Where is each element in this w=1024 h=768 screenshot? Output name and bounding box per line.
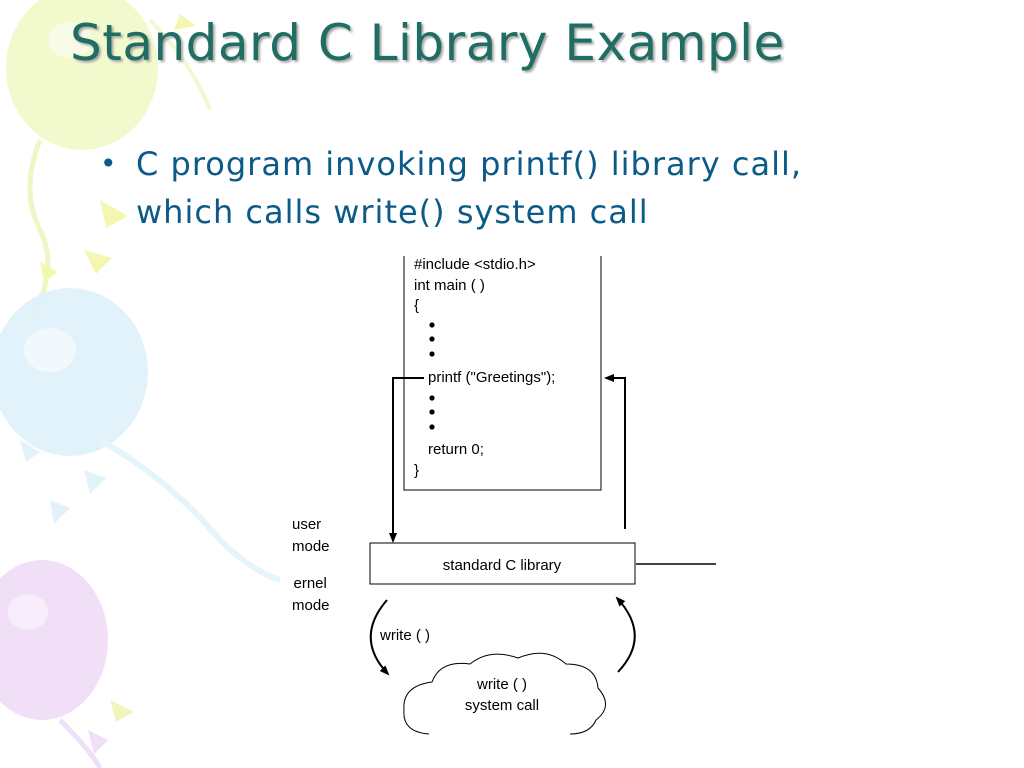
- system-call-cloud: [403, 652, 606, 735]
- library-label: standard C library: [443, 557, 562, 574]
- user-mode-label-2: mode: [292, 538, 330, 555]
- code-printf: printf ("Greetings");: [428, 369, 555, 386]
- system-return-arrow: [615, 596, 636, 673]
- code-box: #include <stdio.h> int main ( ) { printf…: [403, 256, 602, 491]
- write-down-arrow: [369, 599, 390, 676]
- library-call-diagram: #include <stdio.h> int main ( ) { printf…: [284, 256, 716, 735]
- write-call-label: write ( ): [379, 627, 430, 644]
- code-return: return 0;: [428, 441, 484, 458]
- kernel-mode-label-1: kernel: [286, 575, 327, 592]
- bullet-marker: •: [100, 147, 118, 180]
- system-call-label-1: write ( ): [476, 676, 527, 693]
- printf-call-arrow: [389, 377, 424, 543]
- return-arrow: [604, 374, 626, 529]
- user-mode-label-1: user: [292, 516, 321, 533]
- code-main: int main ( ): [414, 277, 485, 294]
- bullet-list: • C program invoking printf() library ca…: [100, 140, 980, 236]
- bullet-item: • C program invoking printf() library ca…: [100, 140, 980, 236]
- system-call-label-2: system call: [465, 697, 539, 714]
- bullet-line-1: C program invoking printf() library call…: [136, 145, 803, 183]
- kernel-mode-label-2: mode: [292, 597, 330, 614]
- code-include: #include <stdio.h>: [414, 256, 536, 273]
- bullet-line-2: which calls write() system call: [136, 193, 649, 231]
- code-close-brace: }: [414, 462, 419, 479]
- library-box: [369, 542, 636, 585]
- code-open-brace: {: [414, 297, 419, 314]
- slide-title: Standard C Library Example: [70, 14, 785, 72]
